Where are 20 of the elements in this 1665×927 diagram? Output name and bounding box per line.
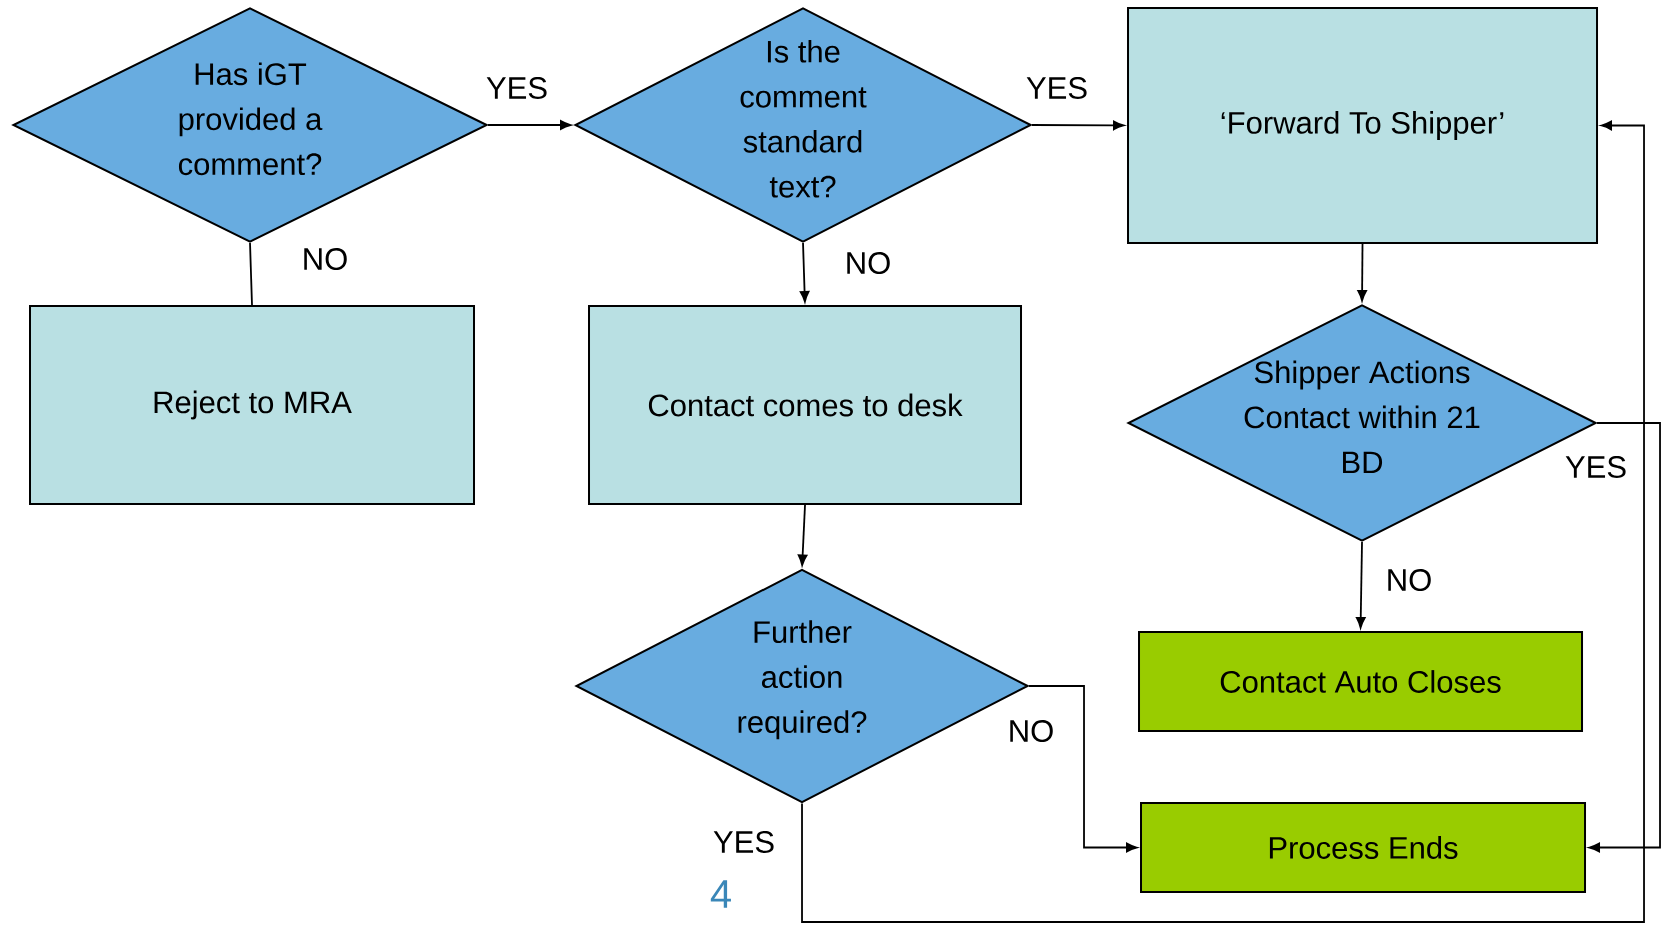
edge-label: NO [1388, 569, 1431, 591]
arrow [1031, 120, 1125, 131]
arrow [1357, 243, 1367, 302]
page-number: 4 [710, 880, 731, 908]
process-box: Contact comes to desk [588, 305, 1022, 505]
arrow [801, 120, 1645, 923]
arrow [1355, 541, 1366, 629]
end-box: Process Ends [1140, 802, 1586, 893]
edge-label: YES [713, 831, 774, 853]
edge-label: YES [486, 77, 547, 99]
arrow [487, 120, 572, 130]
arrow [797, 504, 808, 566]
arrow [799, 242, 810, 303]
process-box: Reject to MRA [29, 305, 475, 505]
edge-label: NO [847, 252, 890, 274]
arrow [1028, 685, 1138, 853]
arrow [1588, 422, 1661, 853]
end-box: Contact Auto Closes [1138, 631, 1583, 732]
edge-label: NO [304, 248, 347, 270]
process-box: ‘Forward To Shipper’ [1127, 7, 1598, 244]
